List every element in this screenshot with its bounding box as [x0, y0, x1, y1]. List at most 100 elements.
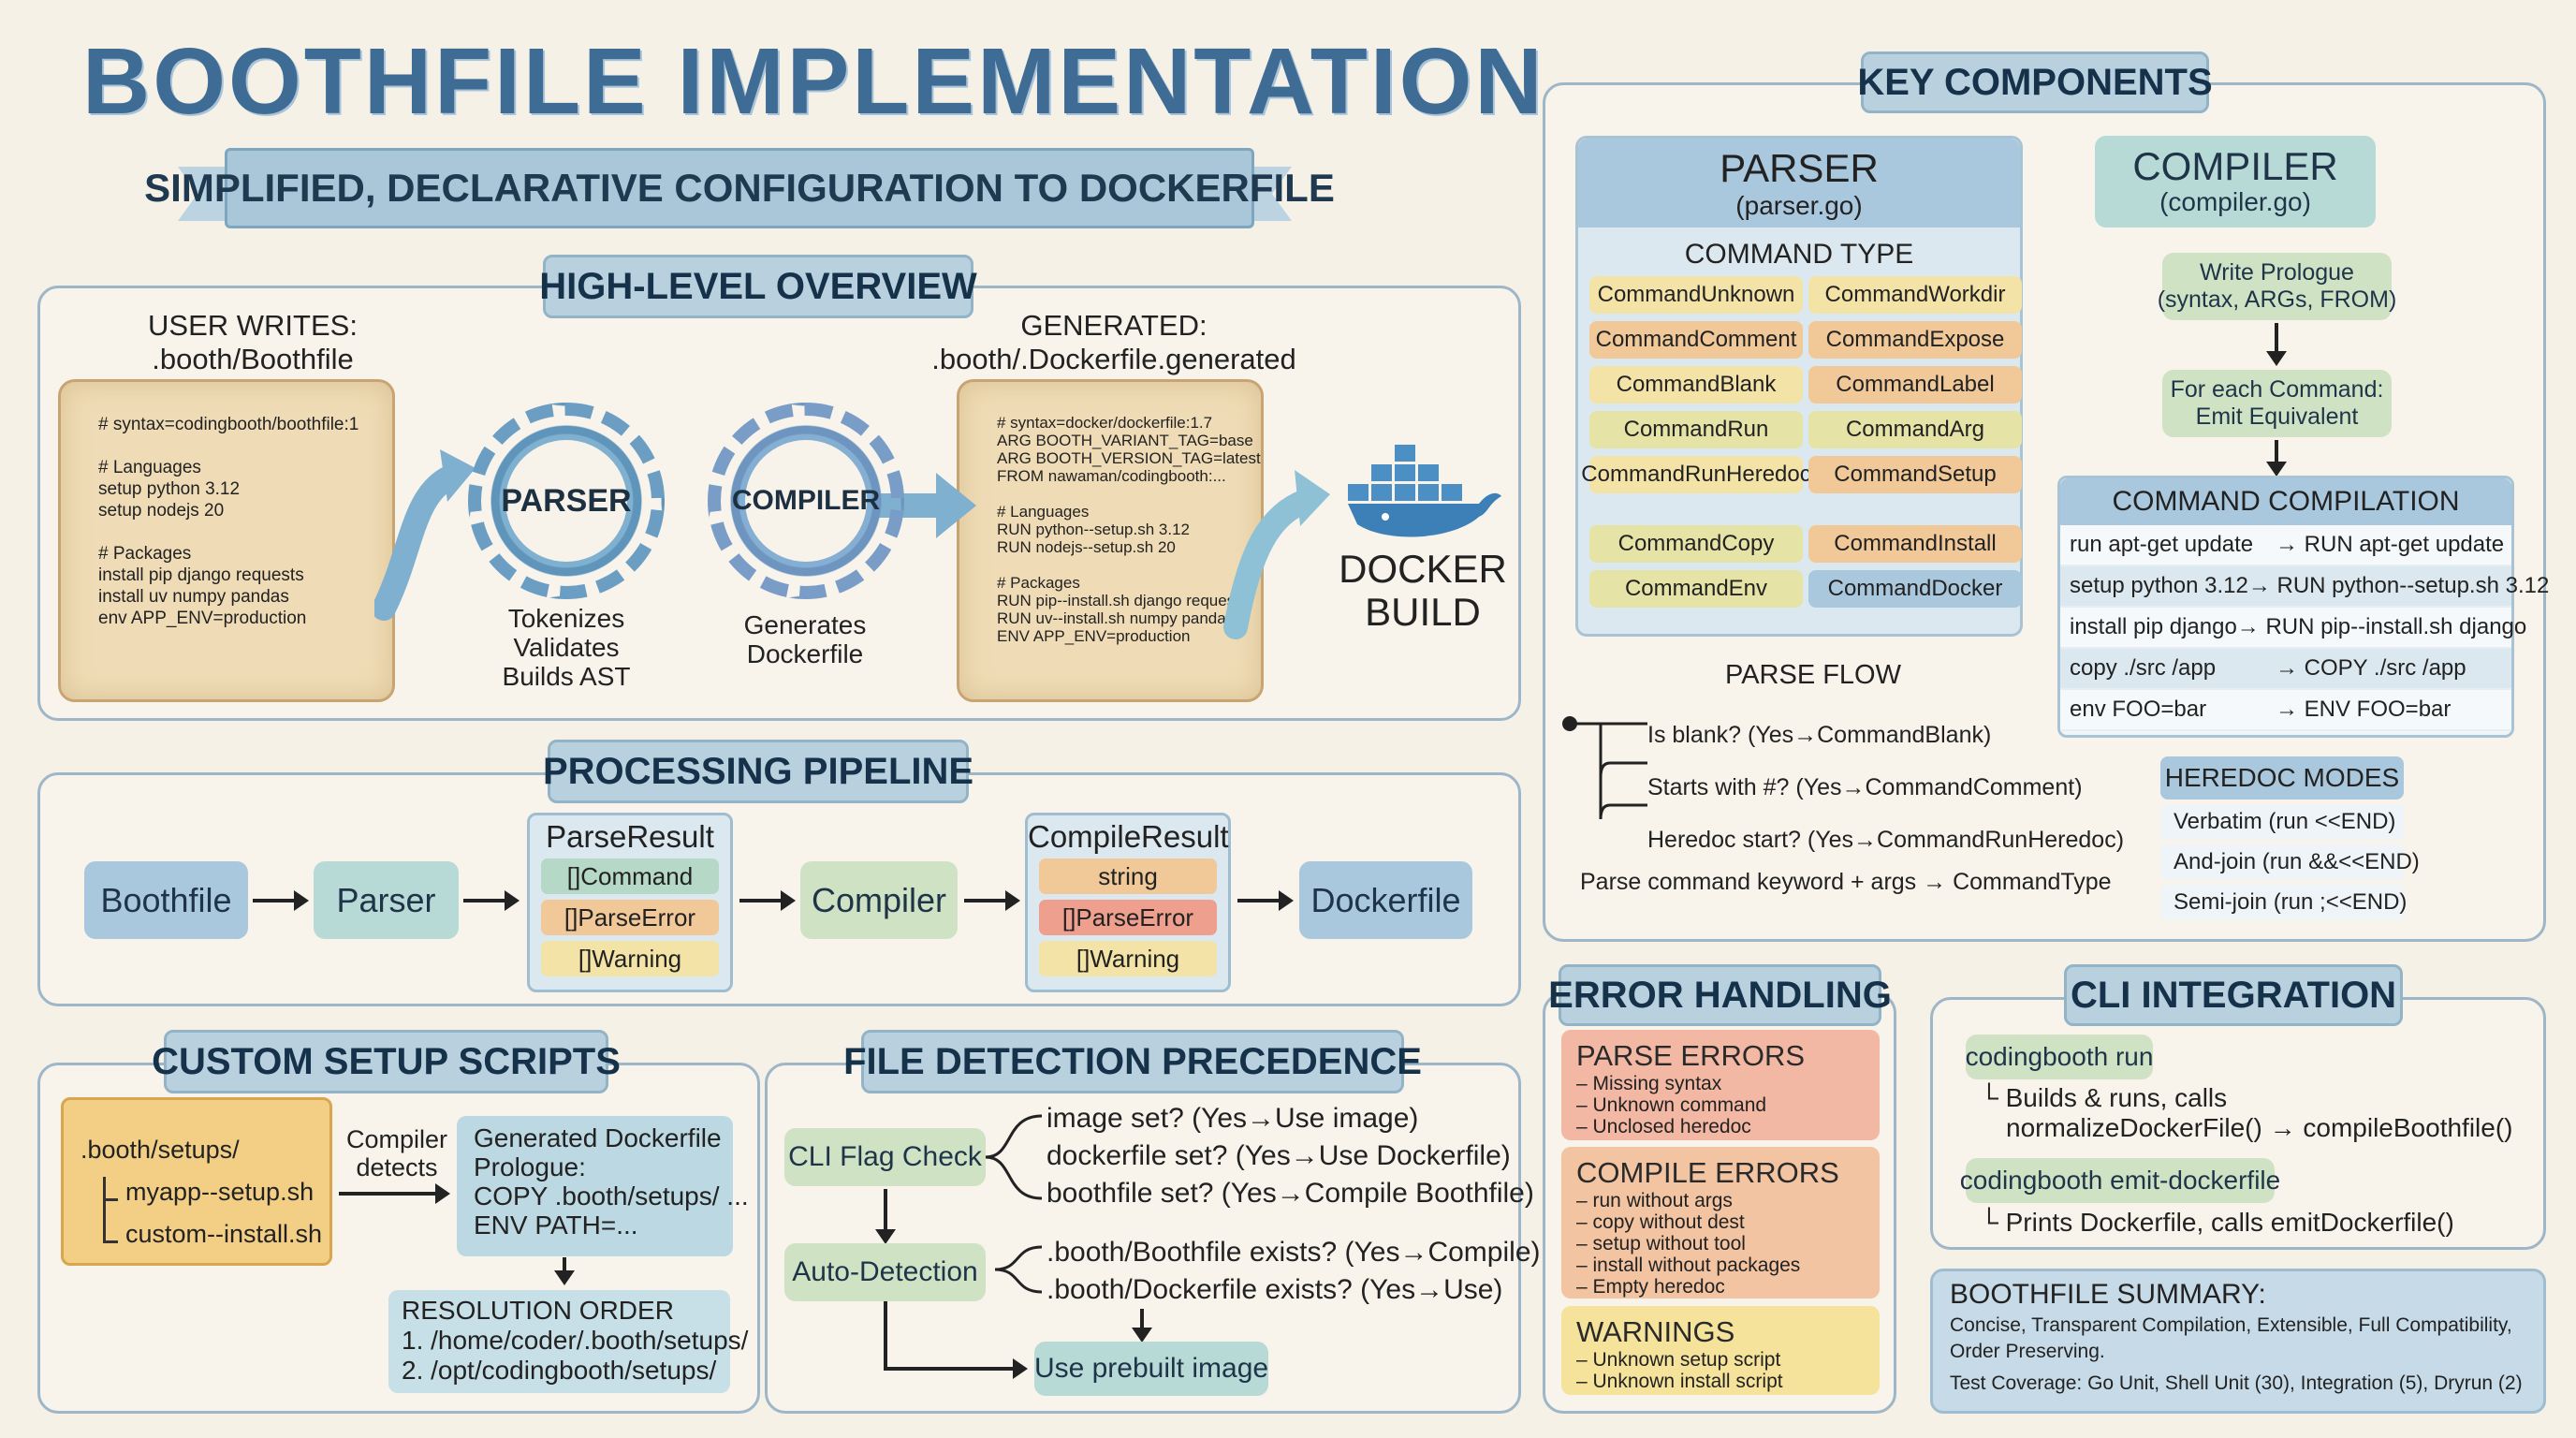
compile-result-item: []Warning — [1039, 941, 1217, 976]
desc-line: Generates — [743, 610, 867, 639]
resolution-line: 1. /home/coder/.booth/setups/ — [402, 1326, 749, 1355]
compiler-gear-label: COMPILER — [732, 440, 880, 562]
overview-label: HIGH-LEVEL OVERVIEW — [539, 255, 977, 318]
tree-line — [103, 1240, 118, 1243]
compile-result-item: string — [1039, 858, 1217, 894]
error-item: – setup without tool — [1576, 1233, 1746, 1255]
folder-icon: .booth/setups/ myapp--setup.sh custom--i… — [61, 1097, 332, 1266]
cli-condition: boothfile set? (Yes→Compile Boothfile) — [1046, 1178, 1534, 1209]
compilation-row: install pip django→ RUN pip--install.sh … — [2060, 608, 2526, 649]
prologue-line: (syntax, ARGs, FROM) — [2157, 286, 2397, 313]
parse-flow-title: PARSE FLOW — [1725, 660, 1901, 690]
page-title: BOOTHFILE IMPLEMENTATION — [82, 29, 1545, 134]
boothfile-command: run apt-get update — [2070, 532, 2254, 557]
compile-errors-title: COMPILE ERRORS — [1576, 1156, 1839, 1189]
command-compilation-table: COMMAND COMPILATION run apt-get update→ … — [2057, 476, 2549, 738]
command-type-chip: CommandExpose — [1808, 321, 2022, 359]
heredoc-mode: And-join (run &&<<END) — [2160, 844, 2420, 880]
boothfile-command: env FOO=bar — [2070, 697, 2207, 722]
parse-flow-final: Parse command keyword + args → CommandTy… — [1580, 869, 2112, 895]
code-line: # Languages — [997, 503, 1090, 521]
resolution-line: 2. /opt/codingbooth/setups/ — [402, 1356, 717, 1385]
subtitle-banner: SIMPLIFIED, DECLARATIVE CONFIGURATION TO… — [144, 148, 1335, 228]
resolution-title: RESOLUTION ORDER — [402, 1296, 674, 1325]
auto-conditions: .booth/Boothfile exists? (Yes→Compile).b… — [1046, 1234, 1541, 1309]
errors-label: ERROR HANDLING — [1548, 964, 1892, 1026]
pipeline-compiler: Compiler — [800, 861, 958, 939]
pipeline-parser: Parser — [314, 861, 459, 939]
tree-line — [103, 1198, 118, 1201]
code-line: install uv numpy pandas — [98, 587, 289, 607]
boothfile-scroll: # syntax=codingbooth/boothfile:1 # Langu… — [58, 379, 395, 702]
parse-flow-tree — [1562, 716, 1647, 820]
emit-description: └ Prints Dockerfile, calls emitDockerfil… — [1980, 1208, 2454, 1237]
cli-flag-check: CLI Flag Check — [784, 1128, 986, 1186]
command-type-chip: CommandRun — [1589, 411, 1803, 448]
cli-brace — [986, 1114, 1043, 1200]
command-type-chip: CommandComment — [1589, 321, 1803, 359]
parse-result-box: ParseResult []Command []ParseError []War… — [527, 813, 733, 992]
boothfile-summary: BOOTHFILE SUMMARY: Concise, Transparent … — [1930, 1269, 2546, 1414]
parser-header: PARSER (parser.go) — [1578, 139, 2020, 227]
command-type-chip: CommandBlank — [1589, 366, 1803, 404]
docker-label-line2: BUILD — [1365, 590, 1481, 634]
arrow — [463, 890, 520, 911]
detection-label: FILE DETECTION PRECEDENCE — [843, 1030, 1422, 1093]
code-line: RUN pip--install.sh django requests — [997, 592, 1248, 609]
flow-step: Is blank? (Yes→CommandBlank) — [1647, 722, 1992, 748]
parser-title: PARSER — [1720, 146, 1879, 190]
dockerfile-command: → COPY ./src /app — [2276, 655, 2466, 681]
pipeline-dockerfile: Dockerfile — [1299, 861, 1472, 939]
setup-label: CUSTOM SETUP SCRIPTS — [152, 1030, 621, 1093]
prologue-line: COPY .booth/setups/ ... — [474, 1181, 749, 1211]
arrow — [339, 1183, 450, 1204]
heredoc-modes: HEREDOC MODES Verbatim (run <<END)And-jo… — [2160, 756, 2420, 920]
parser-gear-label: PARSER — [501, 440, 632, 562]
compiler-header: COMPILER (compiler.go) — [2095, 136, 2376, 227]
code-line: env APP_ENV=production — [98, 609, 307, 628]
compile-result-title: CompileResult — [1028, 819, 1229, 854]
arrow — [964, 890, 1020, 911]
prologue-line: Generated Dockerfile — [474, 1123, 722, 1152]
command-type-chip: CommandCopy — [1589, 525, 1803, 563]
compile-errors-box: COMPILE ERRORS – run without args– copy … — [1561, 1147, 1880, 1299]
emit-dockerfile-command: codingbooth emit-dockerfile — [1960, 1158, 2280, 1203]
summary-line: Concise, Transparent Compilation, Extens… — [1950, 1314, 2512, 1336]
desc-line: Tokenizes — [507, 604, 625, 633]
pipeline-label: PROCESSING PIPELINE — [543, 740, 973, 803]
auto-condition: .booth/Dockerfile exists? (Yes→Use) — [1046, 1274, 1503, 1305]
prologue-line: Prologue: — [474, 1152, 586, 1181]
heredoc-list: Verbatim (run <<END)And-join (run &&<<EN… — [2160, 804, 2420, 920]
auto-detection: Auto-Detection — [784, 1243, 986, 1301]
tree-line — [103, 1177, 106, 1242]
use-prebuilt-image: Use prebuilt image — [1034, 1342, 1268, 1396]
cli-label: CLI INTEGRATION — [2064, 964, 2403, 1026]
code-line: ARG BOOTH_VARIANT_TAG=base — [997, 432, 1253, 449]
parse-result-item: []ParseError — [541, 900, 719, 935]
error-item: – copy without dest — [1576, 1211, 1745, 1233]
desc-line: Builds AST — [502, 662, 631, 691]
detects-line2: detects — [356, 1153, 438, 1181]
code-line: # Packages — [997, 574, 1080, 592]
command-type-chip: CommandLabel — [1808, 366, 2022, 404]
error-item: – Empty heredoc — [1576, 1276, 1725, 1298]
error-item: – Missing syntax — [1576, 1073, 1722, 1094]
compiler-file: (compiler.go) — [2159, 187, 2311, 216]
error-item: – Unknown command — [1576, 1094, 1767, 1116]
cli-condition: image set? (Yes→Use image) — [1046, 1103, 1419, 1134]
prologue-line: ENV PATH=... — [474, 1211, 638, 1240]
flow-step: Heredoc start? (Yes→CommandRunHeredoc) — [1647, 827, 2125, 853]
compiler-gear-icon: COMPILER — [708, 403, 904, 599]
generated-label: GENERATED: — [1020, 309, 1208, 342]
compile-result-item: []ParseError — [1039, 900, 1217, 935]
command-type-chip: CommandSetup — [1808, 456, 2022, 493]
compile-result-box: CompileResult string []ParseError []Warn… — [1025, 813, 1231, 992]
code-line: install pip django requests — [98, 565, 304, 585]
desc-line: Dockerfile — [746, 639, 864, 668]
dockerfile-command: → ENV FOO=bar — [2276, 697, 2452, 722]
code-line: FROM nawaman/codingbooth:... — [997, 467, 1226, 485]
